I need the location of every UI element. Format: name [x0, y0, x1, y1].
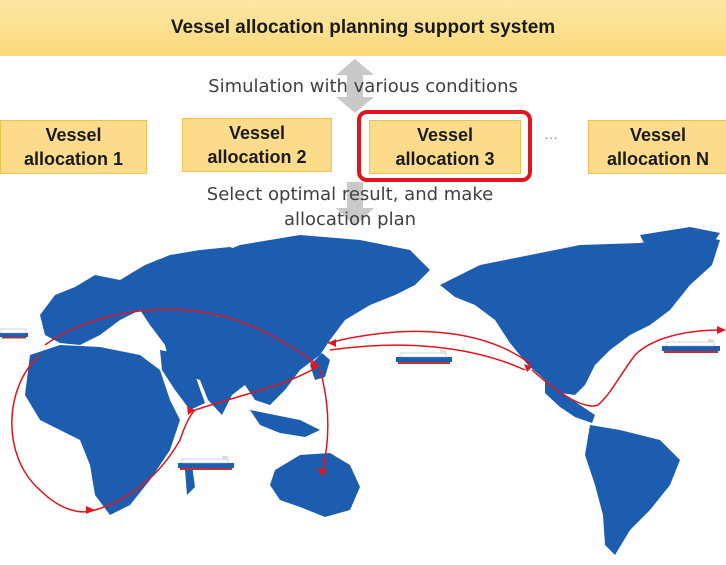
vessel-allocation-n[interactable]: Vessel allocation N [588, 120, 726, 174]
vessel-icons [0, 328, 720, 470]
shipping-routes [11, 308, 723, 513]
route-japan-us-west [327, 330, 533, 366]
vessel-allocation-2[interactable]: Vessel allocation 2 [182, 118, 332, 172]
route-arrowheads [86, 326, 726, 514]
selected-allocation-highlight [357, 110, 532, 182]
route-japan-australia [319, 369, 329, 474]
vessel-icon [178, 456, 234, 470]
ellipsis: … [544, 126, 560, 142]
continents [25, 227, 720, 555]
route-india-japan [194, 364, 321, 411]
simulation-caption: Simulation with various conditions [208, 76, 518, 97]
route-us-east-atlantic [531, 329, 723, 407]
vessel-icon [0, 328, 28, 339]
vessel-allocation-1[interactable]: Vessel allocation 1 [0, 120, 147, 174]
select-down-arrow-icon [336, 182, 374, 226]
simulation-double-arrow-icon [336, 59, 374, 113]
vessel-allocation-3[interactable]: Vessel allocation 3 [369, 120, 521, 174]
vessel-icon [396, 350, 452, 364]
select-caption: Select optimal result, and make allocati… [206, 184, 494, 230]
route-europe-japan [44, 308, 319, 366]
system-title: Vessel allocation planning support syste… [0, 0, 726, 56]
vessel-icon [662, 339, 720, 353]
route-us-west-japan [329, 344, 526, 371]
world-map [0, 227, 726, 555]
